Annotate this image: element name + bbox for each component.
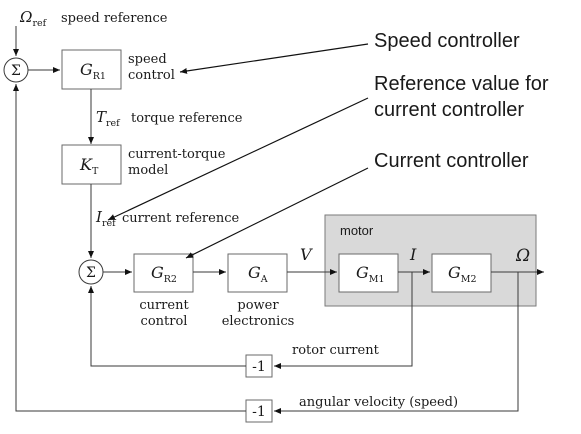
speed-gain: -1 [252, 404, 266, 420]
current-control-label-line1: current [139, 298, 189, 313]
current-controller-arrow [185, 167, 369, 259]
angular-velocity-label: angular velocity (speed) [299, 395, 458, 410]
torque-reference-label: torque reference [131, 111, 243, 126]
t-ref-symbol: Tref [96, 108, 121, 129]
kt-symbol: KT [79, 155, 99, 177]
rotor-current-label: rotor current [292, 343, 380, 358]
speed-feedback-wire-b [13, 84, 246, 412]
voltage-signal-label: V [300, 245, 313, 264]
rotor-current-feedback-wire-b [88, 286, 246, 367]
gr1-symbol: GR1 [80, 60, 106, 82]
reference-value-arrow [107, 97, 369, 221]
motor-electrical-block [338, 253, 399, 293]
speed-feedback-wire-a [274, 272, 519, 414]
current-signal-label: I [409, 245, 417, 264]
omega-ref-symbol: Ωref [19, 8, 48, 29]
motor-mechanical-block [431, 253, 492, 293]
reference-callout-line1: Reference value for [374, 73, 549, 95]
speed-sum-symbol: Σ [11, 63, 21, 79]
i-ref-symbol: Iref [95, 208, 117, 229]
reference-callout-line2: current controller [374, 99, 524, 121]
current-torque-label-line1: current-torque [128, 147, 226, 162]
current-controller-callout: Current controller [374, 150, 529, 172]
ga-symbol: GA [248, 263, 268, 285]
motor-label: motor [340, 223, 374, 238]
current-control-block [133, 253, 194, 293]
speed-controller-callout: Speed controller [374, 30, 520, 52]
gr2-symbol: GR2 [151, 263, 177, 285]
rotor-current-feedback-wire-a [274, 272, 413, 369]
power-electronics-label-line2: electronics [222, 314, 295, 329]
power-electronics-block [227, 253, 288, 293]
current-torque-label-line2: model [128, 163, 168, 178]
current-torque-model-block [61, 144, 122, 185]
gm1-symbol: GM1 [356, 263, 385, 285]
current-reference-label: current reference [122, 211, 239, 226]
power-electronics-label-line1: power [237, 298, 279, 313]
speed-control-label-line2: control [128, 68, 175, 83]
current-sum-symbol: Σ [86, 265, 96, 281]
omega-output-label: Ω [515, 246, 530, 266]
gm2-symbol: GM2 [448, 263, 477, 285]
rotor-current-gain: -1 [252, 359, 266, 375]
current-control-label-line2: control [141, 314, 188, 329]
speed-reference-label: speed reference [61, 11, 168, 26]
speed-control-label-line1: speed [128, 52, 167, 67]
speed-controller-arrow [179, 43, 369, 74]
